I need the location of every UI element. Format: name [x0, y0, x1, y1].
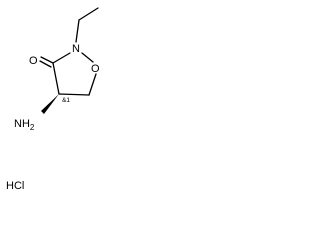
n-carbonyl-carbon-bond — [52, 52, 71, 64]
ch2-chiral-carbon-bond — [58, 93, 90, 96]
ethyl-ch3-ch2-bond — [78, 7, 99, 21]
chemical-structure-diagram: O N O NH2 &1 HCl — [6, 7, 100, 192]
amino-nh-text: NH — [14, 118, 30, 130]
carbonyl-double-bond-line-2 — [39, 60, 52, 68]
stereo-descriptor-label: &1 — [62, 97, 70, 104]
ring-nitrogen-label: N — [72, 43, 80, 55]
ring-oxygen-ch2-bond — [88, 73, 97, 96]
carbonyl-oxygen-label: O — [29, 55, 38, 67]
amino-wedge-bond — [41, 94, 59, 114]
ethyl-ch2-n-bond — [75, 19, 80, 43]
chiral-carbon-carbonyl-carbon-bond — [52, 62, 60, 95]
amino-group-label: NH2 — [14, 118, 35, 132]
ring-oxygen-label: O — [91, 63, 100, 75]
carbonyl-double-bond-line-1 — [40, 56, 54, 64]
amino-subscript-text: 2 — [30, 123, 35, 132]
hcl-salt-label: HCl — [6, 180, 24, 192]
n-ring-oxygen-bond — [81, 52, 94, 63]
